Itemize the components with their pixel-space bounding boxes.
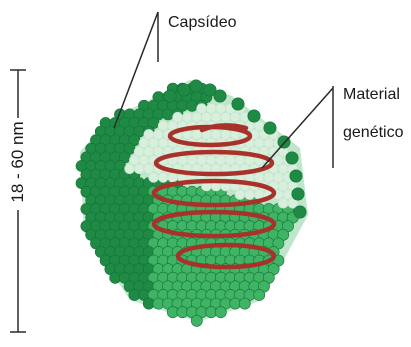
capsomere [191, 315, 202, 326]
capsomere [178, 84, 190, 96]
genetic-material-label-line1: Material [343, 86, 400, 104]
capsomere [232, 98, 244, 110]
capsomere [254, 289, 265, 300]
capsomere [235, 190, 245, 200]
capsomere [164, 90, 176, 102]
capsomere [158, 172, 168, 182]
capsomere [292, 188, 304, 200]
capsomere [134, 164, 144, 174]
capsomere [215, 307, 226, 318]
size-label-text: 18 - 60 nm [8, 121, 28, 202]
capsomere [168, 172, 178, 182]
capsomere [125, 164, 135, 174]
capsid-label: Capsídeo [168, 14, 237, 32]
capsomere [248, 110, 260, 122]
capsomere [204, 84, 216, 96]
capsomere [190, 80, 202, 92]
genetic-material-label-line2: genético [343, 124, 404, 142]
capsomere [286, 152, 298, 164]
capsomere [149, 172, 159, 182]
capsomere [245, 190, 255, 200]
capsomere [278, 198, 288, 208]
capsomere [264, 122, 276, 134]
capsomere [239, 298, 250, 309]
capsomere [290, 170, 302, 182]
capsomere [294, 206, 306, 218]
